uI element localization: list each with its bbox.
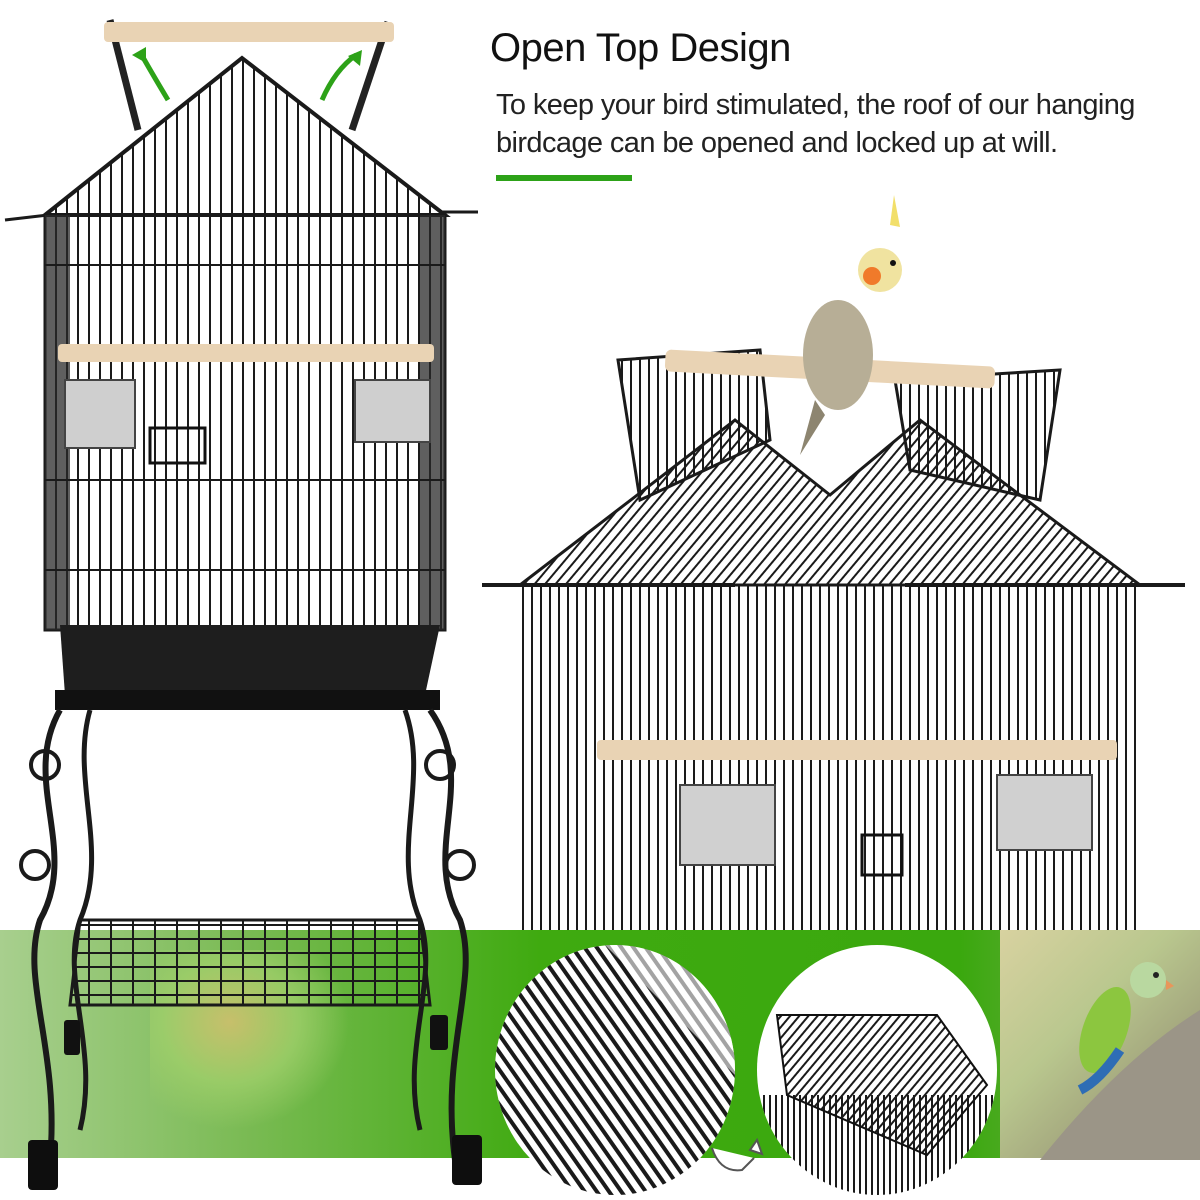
detail-circle-open-roof xyxy=(757,945,997,1195)
page-title: Open Top Design xyxy=(490,26,791,70)
feature-description: To keep your bird stimulated, the roof o… xyxy=(496,89,1135,159)
detail-circle-hinge xyxy=(495,945,735,1195)
accent-underline xyxy=(496,175,632,181)
